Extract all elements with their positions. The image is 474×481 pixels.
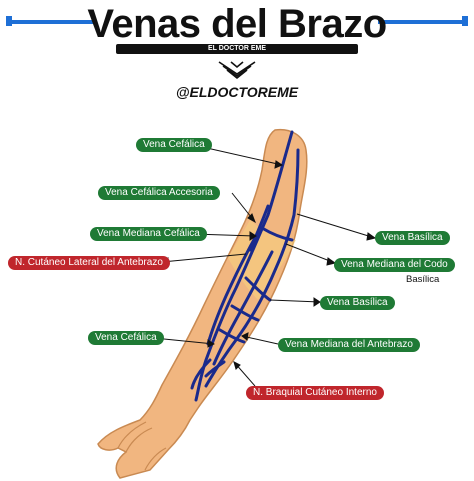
label-vena-cefalica-bottom: Vena Cefálica bbox=[88, 331, 164, 345]
vein-mediana-codo bbox=[260, 226, 294, 242]
title-rule-right-cap bbox=[462, 16, 468, 26]
label-vena-cefalica-top: Vena Cefálica bbox=[136, 138, 212, 152]
brand-bar: EL DOCTOR EME bbox=[116, 44, 358, 54]
label-vena-mediana-antebrazo: Vena Mediana del Antebrazo bbox=[278, 338, 420, 352]
title-rule-left-cap bbox=[6, 16, 12, 26]
label-vena-cefalica-accesoria: Vena Cefálica Accesoria bbox=[98, 186, 220, 200]
veins bbox=[190, 130, 300, 402]
title-rule-right bbox=[378, 20, 466, 24]
vein-branch-3 bbox=[218, 328, 246, 344]
vein-mediana-cefalica bbox=[206, 234, 258, 346]
vein-branch-1 bbox=[244, 276, 272, 302]
vein-branch-4 bbox=[204, 360, 226, 378]
label-vena-basilica-mid: Vena Basílica bbox=[320, 296, 395, 310]
label-vena-mediana-codo-sub: Basílica bbox=[406, 274, 440, 285]
vein-branch-2 bbox=[230, 304, 260, 322]
label-vena-basilica-top: Vena Basílica bbox=[375, 231, 450, 245]
arm-shape bbox=[97, 128, 308, 479]
vein-cefalica bbox=[194, 130, 294, 402]
label-vena-mediana-cefalica: Vena Mediana Cefálica bbox=[90, 227, 207, 241]
vein-mediana-antebrazo bbox=[212, 250, 274, 366]
label-n-braquial-cutaneo: N. Braquial Cutáneo Interno bbox=[246, 386, 384, 400]
title-rule-left bbox=[8, 20, 96, 24]
social-handle: @ELDOCTOREME bbox=[175, 84, 299, 100]
tendon-band bbox=[228, 220, 296, 300]
vein-branch-5 bbox=[190, 358, 212, 390]
label-n-cutaneo-lateral: N. Cutáneo Lateral del Antebrazo bbox=[8, 256, 170, 270]
label-vena-mediana-codo: Vena Mediana del Codo bbox=[334, 258, 455, 272]
page-title: Venas del Brazo bbox=[87, 2, 387, 46]
hand-fingers bbox=[117, 421, 167, 471]
vein-basilica bbox=[204, 148, 300, 388]
